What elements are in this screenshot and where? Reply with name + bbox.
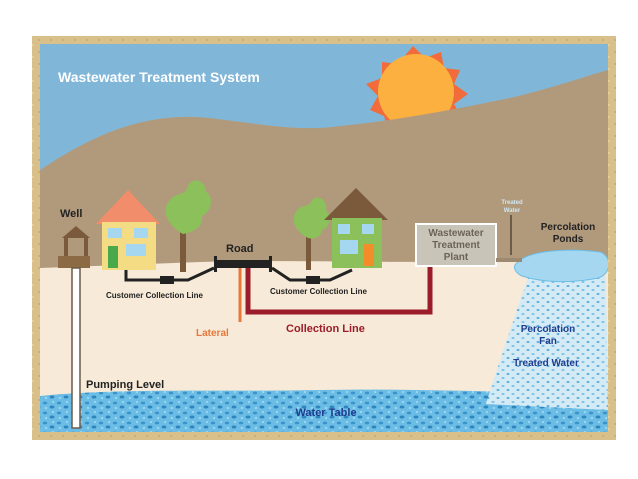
treatment-plant: Wastewater Treatment Plant: [415, 223, 497, 267]
customer-line-left-label: Customer Collection Line: [106, 291, 203, 300]
tree-left-icon: [165, 180, 211, 272]
percolation-fan: [486, 276, 608, 410]
house-left-icon: [96, 190, 160, 270]
lateral-label: Lateral: [196, 328, 229, 339]
tree-right-icon: [293, 197, 330, 270]
ground: [40, 258, 608, 432]
treated-water-top-1: Treated: [501, 200, 523, 206]
treated-water-pipe: [496, 258, 522, 262]
plant-label-3: Plant: [444, 252, 469, 263]
road: [214, 256, 272, 272]
fan-label-1: Percolation: [521, 324, 575, 335]
well-icon: [58, 226, 90, 429]
pumping-level-label: Pumping Level: [86, 379, 164, 391]
road-label: Road: [226, 243, 254, 255]
collection-line-pipe: [245, 266, 433, 315]
well-label: Well: [60, 208, 82, 220]
percolation-pond: [514, 249, 608, 283]
water-table: [40, 389, 608, 432]
ponds-label-2: Ponds: [553, 234, 584, 245]
house-right-icon: [324, 188, 388, 268]
title: Wastewater Treatment System: [58, 69, 260, 85]
treated-water-top-2: Water: [504, 208, 521, 214]
treated-water-label: Treated Water: [513, 358, 579, 369]
collection-line-label: Collection Line: [286, 323, 365, 335]
plant-label-2: Treatment: [432, 240, 480, 251]
water-table-label: Water Table: [295, 407, 356, 419]
customer-line-right-label: Customer Collection Line: [270, 287, 367, 296]
fan-label-2: Fan: [539, 336, 557, 347]
customer-line-left: [124, 266, 215, 282]
ponds-label-1: Percolation: [541, 222, 595, 233]
plant-label-1: Wastewater: [428, 228, 483, 239]
